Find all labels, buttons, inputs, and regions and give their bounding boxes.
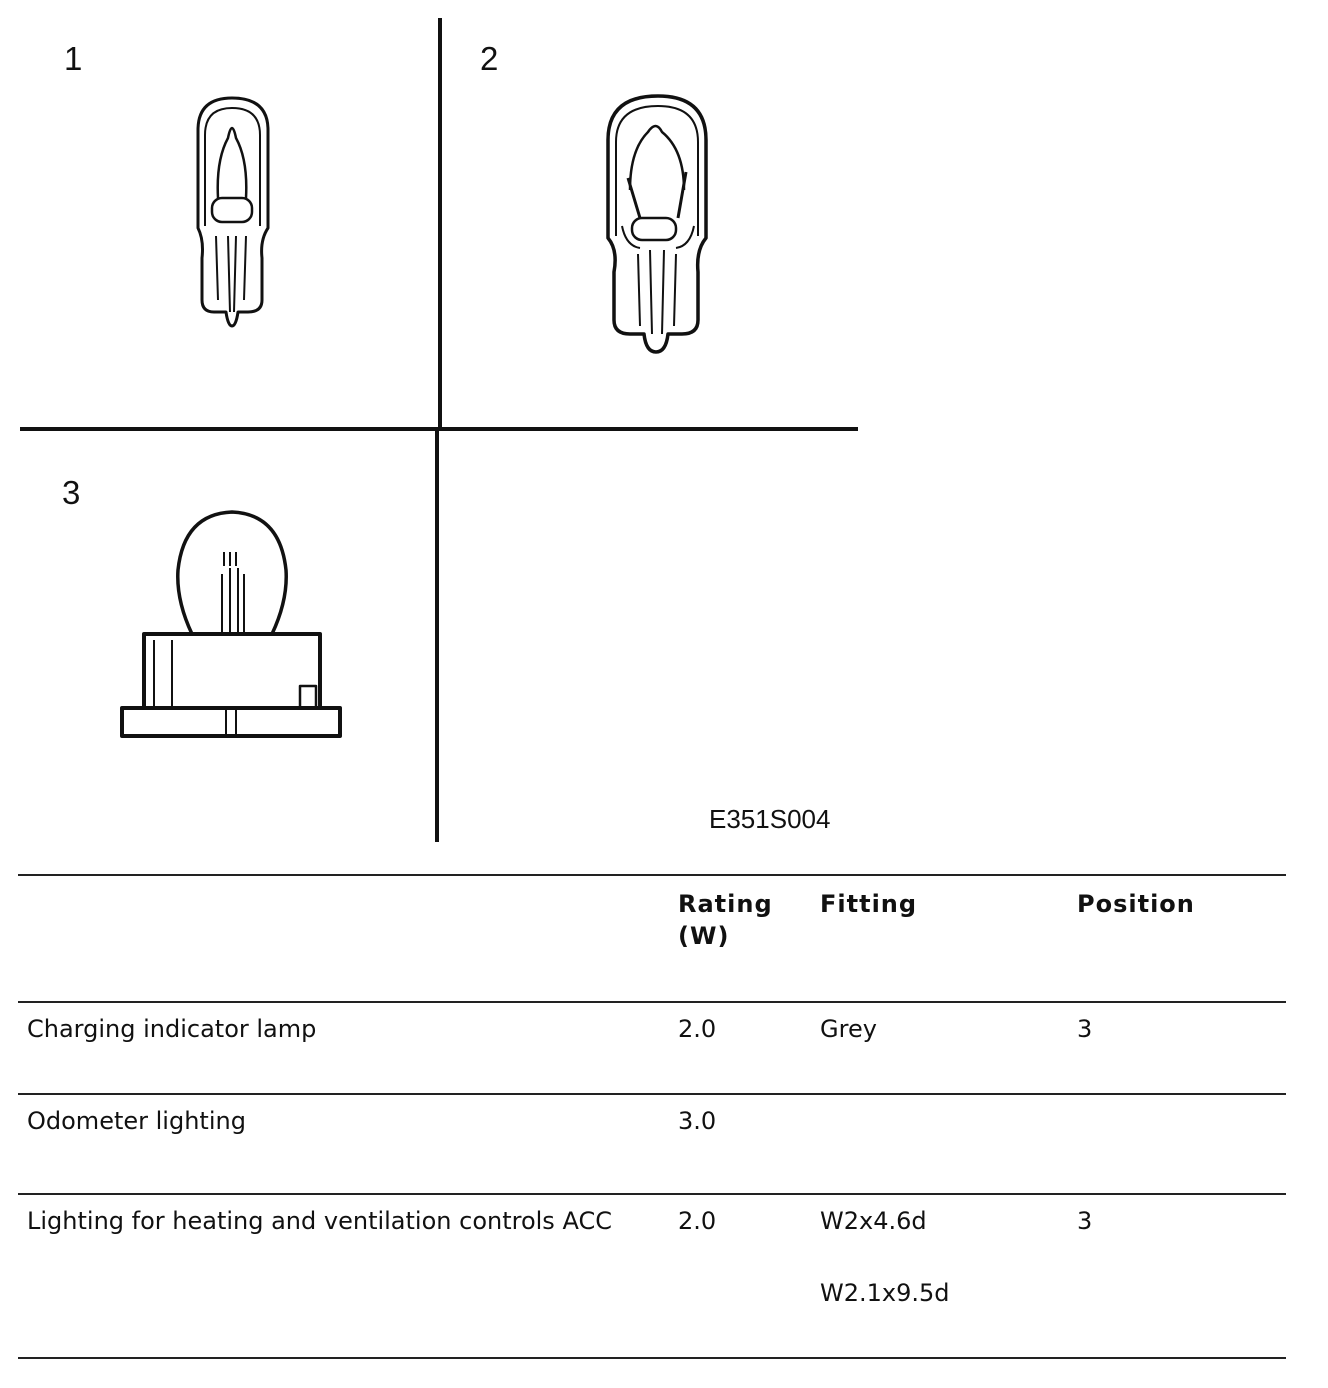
cell-fitting-line-1: W2x4.6d	[820, 1207, 927, 1235]
bulb-diagram: 1 2 3 E351S004	[20, 18, 858, 842]
table-row: Odometer lighting 3.0	[18, 1093, 1286, 1194]
cell-position: 3	[1068, 1001, 1286, 1094]
cell-item: Lighting for heating and ventilation con…	[18, 1193, 669, 1359]
panel-number-1: 1	[64, 40, 83, 77]
cell-item: Odometer lighting	[18, 1093, 669, 1194]
cell-position	[1068, 1093, 1286, 1194]
cell-fitting	[811, 1093, 1068, 1194]
header-position: Position	[1068, 874, 1286, 1002]
cell-item: Charging indicator lamp	[18, 1001, 669, 1094]
header-rating: Rating (W)	[669, 874, 811, 1002]
table-row: Charging indicator lamp 2.0 Grey 3	[18, 1001, 1286, 1094]
cell-position: 3	[1068, 1193, 1286, 1359]
panel-number-2: 2	[480, 40, 499, 77]
cell-fitting-line-2: W2.1x9.5d	[820, 1279, 950, 1307]
bulb-with-holder-icon	[120, 510, 342, 738]
cell-fitting: W2x4.6d W2.1x9.5d	[811, 1193, 1068, 1359]
reference-code: E351S004	[709, 804, 831, 834]
wedge-bulb-large-icon	[606, 94, 708, 354]
cell-rating: 2.0	[669, 1193, 811, 1359]
panel-number-3: 3	[62, 474, 81, 511]
bulb-diagram-graphic	[20, 18, 858, 842]
header-item	[18, 874, 669, 1002]
header-fitting: Fitting	[811, 874, 1068, 1002]
bulb-spec-table: Rating (W) Fitting Position Charging ind…	[18, 874, 1286, 1359]
table-header-row: Rating (W) Fitting Position	[18, 874, 1286, 1002]
cell-rating: 2.0	[669, 1001, 811, 1094]
wedge-bulb-small-icon	[196, 96, 270, 328]
cell-fitting: Grey	[811, 1001, 1068, 1094]
table-row: Lighting for heating and ventilation con…	[18, 1193, 1286, 1359]
cell-rating: 3.0	[669, 1093, 811, 1194]
